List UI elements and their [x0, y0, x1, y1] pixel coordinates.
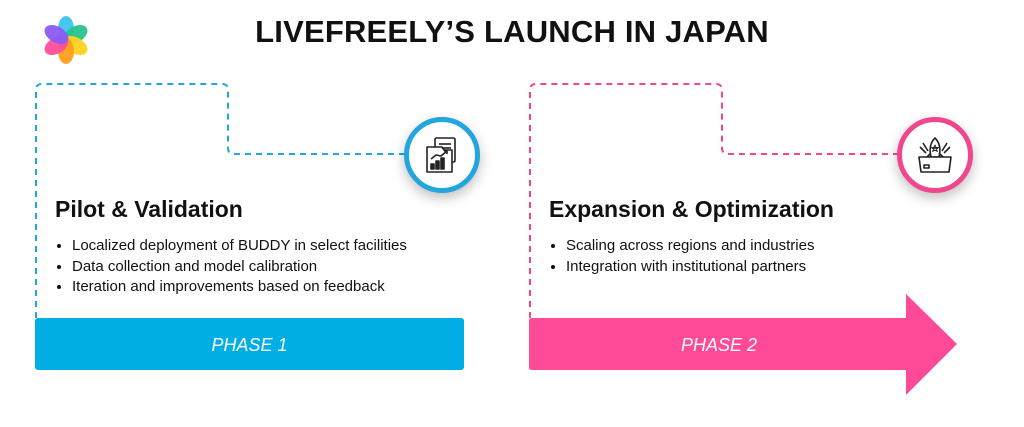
phase-1-icon-badge — [404, 117, 480, 193]
phase-2-heading: Expansion & Optimization — [549, 196, 834, 222]
list-item: Integration with institutional partners — [566, 257, 814, 278]
phase-1-bullet-list: Localized deployment of BUDDY in select … — [55, 236, 407, 298]
list-item: Scaling across regions and industries — [566, 236, 814, 257]
flower-logo-icon — [44, 16, 88, 64]
rocket-box-icon — [918, 137, 952, 173]
phase-2-label: PHASE 2 — [680, 335, 758, 355]
documents-chart-icon — [426, 137, 456, 173]
list-item: Iteration and improvements based on feed… — [72, 277, 407, 298]
page-title: LIVEFREELY’S LAUNCH IN JAPAN — [255, 14, 769, 49]
phase-2-bullet-list: Scaling across regions and industries In… — [549, 236, 814, 277]
phase-1-label: PHASE 1 — [211, 335, 288, 355]
phase-1-bar — [35, 318, 464, 370]
list-item: Data collection and model calibration — [72, 257, 407, 278]
list-item: Localized deployment of BUDDY in select … — [72, 236, 407, 257]
phase-1-heading: Pilot & Validation — [55, 196, 243, 222]
phase-2-icon-badge — [897, 117, 973, 193]
